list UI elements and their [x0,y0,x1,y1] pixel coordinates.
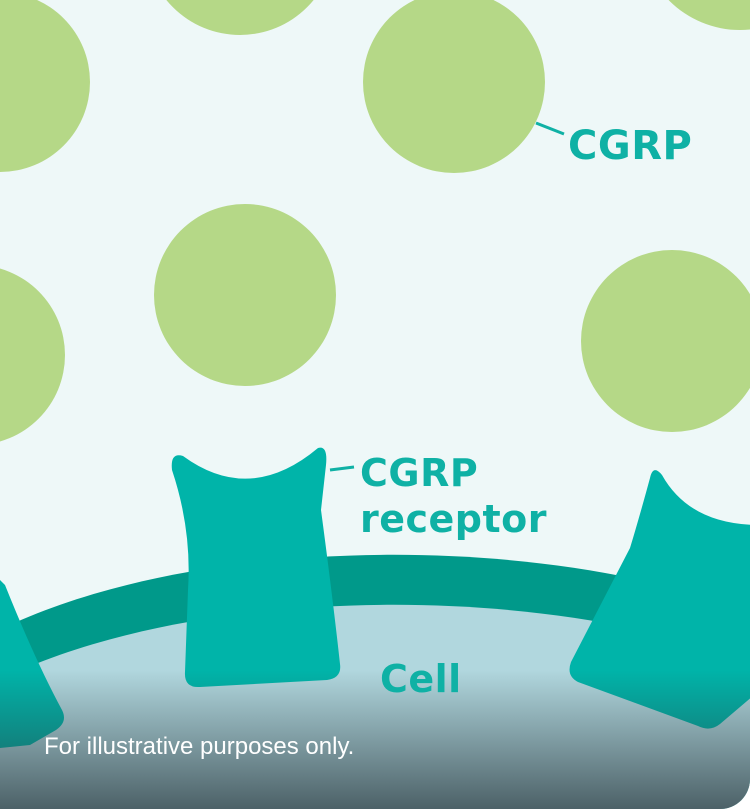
cgrp-molecules [0,0,750,442]
cgrp-receptor [569,470,750,729]
cgrp-leader-line [535,121,565,136]
cgrp-receptor-label-line2: receptor [360,497,548,541]
cgrp-receptor-label: CGRP receptor [360,450,547,542]
cgrp-receptor [171,447,341,688]
cgrp-molecule [166,0,314,35]
cgrp-molecule [0,268,65,442]
receptor-leader-line [329,465,355,472]
cgrp-molecule [154,204,336,386]
cgrp-molecule [0,0,90,172]
cgrp-receptors [0,447,750,748]
cgrp-label: CGRP [568,123,693,169]
cgrp-molecule [363,0,545,173]
cgrp-molecule [581,250,750,432]
disclaimer-text: For illustrative purposes only. [44,733,355,760]
cgrp-receptor-label-line1: CGRP [360,451,479,495]
cgrp-molecule [668,0,750,30]
bottom-shade-overlay [0,670,750,809]
cell-label: Cell [380,657,462,701]
